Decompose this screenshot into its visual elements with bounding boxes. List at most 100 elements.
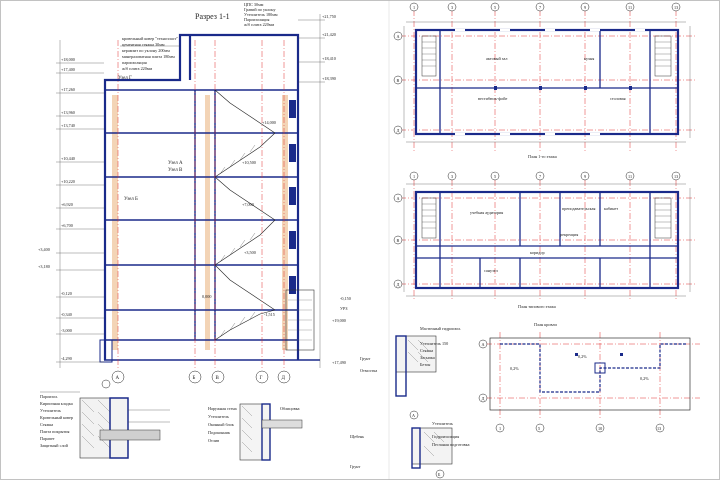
plan1-axis-9: 9	[584, 5, 586, 10]
plan2-axis-13: 13	[674, 174, 678, 179]
plan1-side-axis-d: Д	[397, 128, 400, 133]
detail3-label-7: Отмостка	[360, 368, 377, 373]
detail3-label-2: Утеплитель 150	[420, 341, 448, 346]
insulation-left	[112, 95, 118, 350]
insulation-right	[282, 95, 288, 350]
axis-bubble-d	[277, 370, 291, 384]
level-left-12: -0,120	[61, 291, 72, 297]
roof-outline	[489, 337, 691, 411]
plan1-room-4: вестибюль-фойе	[478, 96, 507, 101]
detail3-label-5: Бетон	[420, 362, 431, 367]
roof-slope-1: 0,2%	[578, 354, 587, 360]
level-left-13: -0,340	[61, 312, 72, 318]
plan1-axis-3: 3	[451, 5, 453, 10]
plan1-side-axis-a: А	[397, 34, 400, 39]
roof-slope-3: 0,2%	[640, 376, 649, 382]
plan1-axis-11: 11	[628, 5, 632, 10]
roof-note-1: кровельный ковер "техноэласт"	[122, 36, 178, 41]
level-bottom-3: +19,000	[332, 318, 346, 324]
roof-side-axis-d: Д	[482, 396, 485, 401]
level-right-7: +7,000	[242, 202, 254, 208]
detail1-label-8: Защитный слой	[40, 443, 69, 448]
plan1-axis-7: 7	[539, 5, 541, 10]
detail1-label-2: Кирпичная кладка	[40, 401, 73, 406]
plan1-room-2: кухня	[584, 56, 594, 61]
plan2-side-axis-d: Д	[397, 282, 400, 287]
plan2-side-axis-v: В	[397, 238, 400, 243]
roof-top-note-3: Утеплитель 180мм	[244, 12, 278, 17]
plan1-axis-13: 13	[674, 5, 678, 10]
detail2-label-3: Оконный блок	[208, 422, 235, 427]
roof-note-3: керамзит по уклону 200мм	[122, 48, 170, 53]
level-right-8: +3,500	[244, 250, 256, 256]
detail4-label-5: Грунт	[350, 464, 361, 469]
level-left-4: +13,960	[61, 110, 75, 116]
level-bottom-4: +17,490	[332, 360, 346, 366]
plan2-room-4: рекреация	[560, 232, 578, 237]
roof-slope-2: 0,2%	[510, 366, 519, 372]
plan2-axis-11: 11	[628, 174, 632, 179]
axis-label-b: Б	[193, 376, 196, 381]
plan1-axis-1: 1	[413, 5, 415, 10]
detail4-label-2: Гидроизоляция	[432, 434, 459, 439]
level-right-2: +21,420	[322, 32, 336, 38]
level-left-5: +13,740	[61, 123, 75, 129]
roof-axis-13: 13	[657, 426, 661, 431]
plan-first-floor: актовый зал кухня столовая вестибюль-фой…	[393, 2, 695, 159]
detail2-label-6: Облицовка	[280, 406, 300, 411]
axis-label-a: А	[116, 376, 120, 381]
plan1-dimensions	[403, 21, 691, 143]
detail1-label-4: Кровельный ковер	[40, 415, 73, 420]
roof-hatch	[594, 362, 606, 374]
detail-4: Утеплитель Гидроизоляция Песчаная подгот…	[350, 421, 470, 479]
section-1-1: Разрез 1-1	[38, 2, 351, 384]
detail3-mark: А	[412, 413, 415, 418]
roof-notes: кровельный ковер "техноэласт" цементная …	[120, 2, 278, 71]
roof-top-note-5: ж/б плита 220мм	[243, 22, 275, 27]
detail3-label-6: Грунт	[360, 356, 371, 361]
node-label-b: Узел Б	[124, 197, 138, 202]
level-left-1: +18,000	[61, 57, 75, 63]
plan1-stair	[421, 35, 437, 77]
plan1-room-1: актовый зал	[486, 56, 507, 61]
node-label-a: Узел А	[168, 161, 183, 166]
detail1-label-1: Пароизол.	[40, 394, 58, 399]
levels-right: +21,750 +21,420 +18,410 +18,390 +14,000 …	[202, 14, 351, 368]
roof-note-2: цементная стяжка 30мм	[122, 42, 165, 47]
level-right-4: +18,390	[322, 76, 336, 82]
roof-top-note-4: Пароизоляция	[244, 17, 269, 22]
axis-bubble-g	[255, 370, 269, 384]
plan2-room-1: учебная аудитория	[470, 210, 503, 215]
plan1-axes	[400, 10, 695, 152]
roof-drain-line	[500, 343, 686, 393]
detail3-label-4: Засыпка	[420, 355, 435, 360]
level-left-15: -4,290	[61, 356, 72, 362]
level-right-9: 0,000	[202, 294, 211, 300]
roof-top-note-2: Гравий по уклону	[244, 7, 277, 12]
plan2-room-2: преподавательская	[562, 206, 595, 211]
porch-hatch	[288, 299, 312, 341]
level-bottom-2: УРЗ	[340, 306, 347, 311]
section-axes: А Б В Г Д	[111, 40, 291, 384]
plan2-room-3: кабинет	[604, 206, 618, 211]
plan-typical-floor: учебная аудитория преподавательская каби…	[393, 171, 695, 309]
detail1-label-3: Утеплитель	[40, 408, 61, 413]
stair-flights	[214, 89, 276, 341]
detail4-label-4: Щебень	[350, 434, 364, 439]
foundation-left	[99, 339, 113, 363]
detail-1: Пароизол. Кирпичная кладка Утеплитель Кр…	[40, 379, 170, 459]
axis-bubble-b	[188, 370, 202, 384]
stair-hatch	[219, 144, 256, 338]
axis-label-g: Г	[260, 376, 263, 381]
detail4-mark: Б	[438, 472, 441, 477]
axis-bubble-a	[111, 370, 125, 384]
detail-2: Наружная стена Утеплитель Оконный блок П…	[208, 403, 303, 461]
plan1-stair-right	[654, 35, 672, 77]
level-left-3: +17,260	[61, 87, 75, 93]
level-right-10: -1,515	[264, 312, 275, 318]
detail3-label-1: Мастичный гидроизол.	[420, 326, 461, 331]
plan1-windows	[455, 28, 645, 136]
level-right-3: +18,410	[322, 56, 336, 62]
detail2-label-4: Подоконник	[208, 430, 231, 435]
